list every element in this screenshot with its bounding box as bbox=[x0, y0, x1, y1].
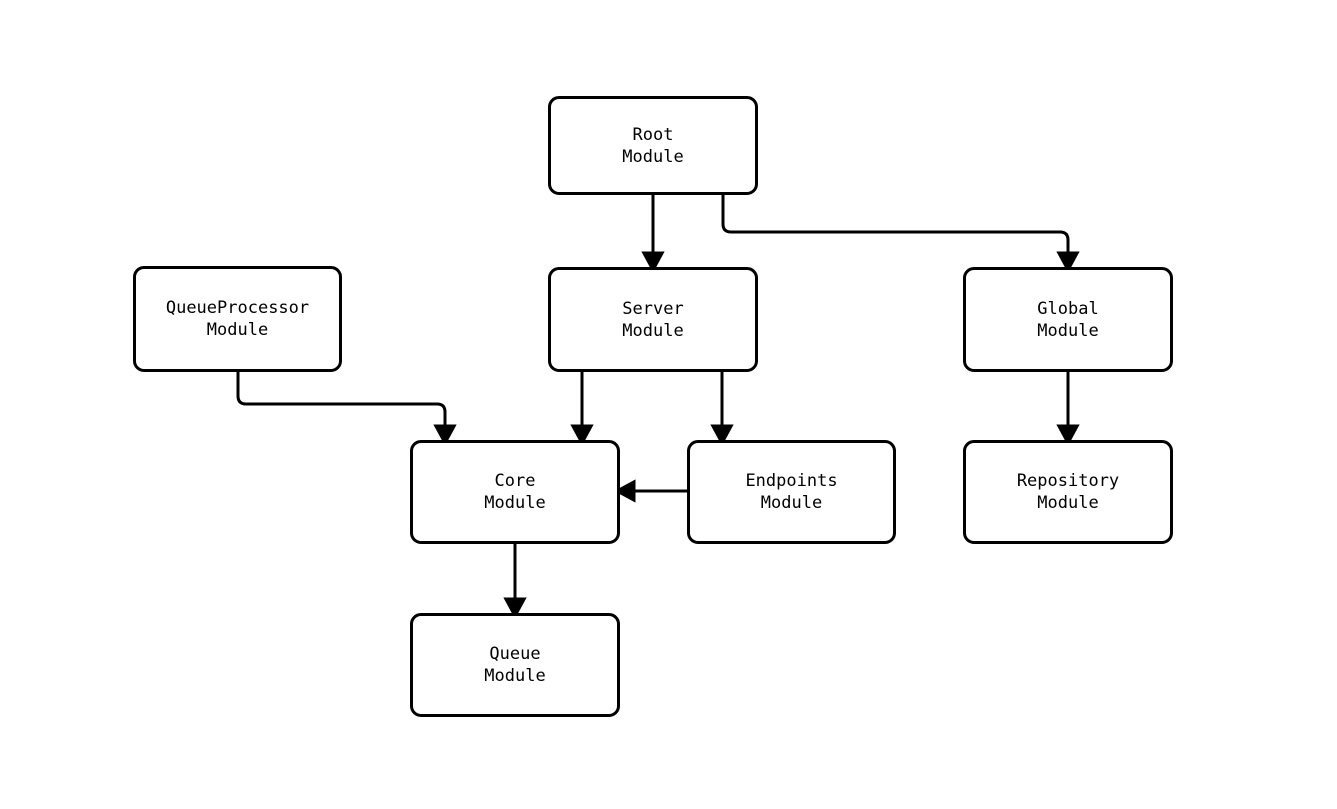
edge-root-global bbox=[721, 195, 1080, 273]
node-label-primary: Repository bbox=[1016, 471, 1120, 491]
node-label-secondary: Module bbox=[1037, 493, 1099, 513]
node-label-secondary: Module bbox=[622, 320, 684, 341]
node-label-primary: QueueProcessor bbox=[165, 298, 310, 318]
node-label-secondary: Module bbox=[760, 493, 823, 513]
node-label-secondary: Module bbox=[1037, 320, 1099, 341]
edge-group bbox=[236, 195, 1080, 619]
node-label-primary: Root bbox=[632, 124, 674, 145]
node-label-primary: Core bbox=[494, 471, 536, 491]
node-label-secondary: Module bbox=[484, 666, 546, 686]
node-label-secondary: Module bbox=[622, 146, 684, 167]
node-label-primary: Endpoints bbox=[745, 471, 838, 491]
node-label-secondary: Module bbox=[206, 320, 269, 340]
node-label-primary: Server bbox=[622, 298, 684, 319]
node-label-primary: Global bbox=[1037, 298, 1099, 319]
node-label-secondary: Module bbox=[484, 493, 546, 513]
edge-queueprocessor-core bbox=[236, 372, 457, 446]
node-label-primary: Queue bbox=[489, 644, 541, 664]
